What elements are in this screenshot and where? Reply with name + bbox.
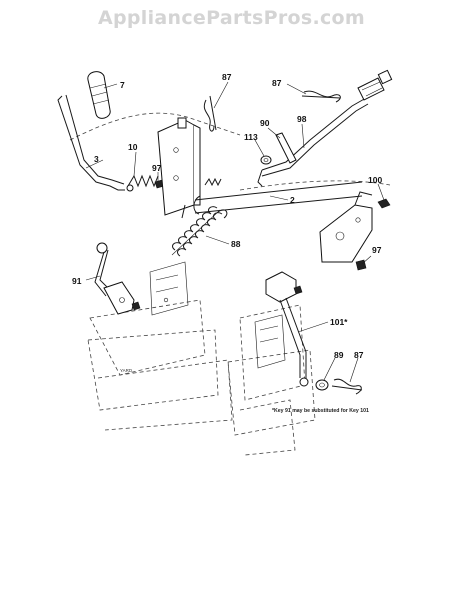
- callout-90: 90: [260, 118, 270, 128]
- callout-89: 89: [334, 350, 344, 360]
- lift-link-91: [94, 242, 141, 315]
- callout-87-right: 87: [272, 78, 282, 88]
- callout-87-top: 87: [222, 72, 232, 82]
- washer-89: [315, 379, 329, 391]
- body-contour: [69, 112, 241, 141]
- bracket-spring: [204, 177, 222, 187]
- callout-3: 3: [94, 154, 99, 164]
- callout-113: 113: [244, 132, 258, 142]
- callout-100: 100: [368, 175, 382, 185]
- callout-88: 88: [231, 239, 241, 249]
- center-bracket: [157, 117, 201, 219]
- left-frame-outline: [87, 261, 233, 431]
- adjuster-knob: [357, 69, 393, 101]
- callout-2: 2: [290, 195, 295, 205]
- lift-lever: [57, 94, 125, 191]
- callout-87-lower: 87: [354, 350, 364, 360]
- link-rod-98: [257, 97, 369, 187]
- clevis-pin-90: [275, 132, 297, 164]
- callout-10: 10: [128, 142, 138, 152]
- callout-97-right: 97: [372, 245, 382, 255]
- substitution-note: *Key 91 may be substituted for Key 101: [272, 408, 369, 414]
- callout-97-left: 97: [152, 163, 162, 173]
- washer-113: [260, 155, 272, 165]
- leader-lines: [85, 81, 385, 383]
- right-lift-arm: [319, 191, 373, 263]
- seat-contour: [239, 180, 391, 191]
- callout-98: 98: [297, 114, 307, 124]
- hairpin-87-right: [301, 90, 341, 103]
- callout-7: 7: [120, 80, 125, 90]
- nut-100: [377, 198, 391, 209]
- hairpin-87-lower: [331, 378, 363, 395]
- extension-spring-88: [171, 206, 228, 257]
- hairpin-87-top: [203, 95, 217, 132]
- callout-91: 91: [72, 276, 82, 286]
- lift-link-101: [265, 271, 309, 387]
- spring-10: [126, 174, 159, 192]
- callout-101: 101*: [330, 317, 348, 327]
- frame-decal: YARD: [120, 368, 133, 373]
- handle-grip: [87, 71, 111, 119]
- watermark-text: AppliancePartsPros.com: [97, 7, 365, 29]
